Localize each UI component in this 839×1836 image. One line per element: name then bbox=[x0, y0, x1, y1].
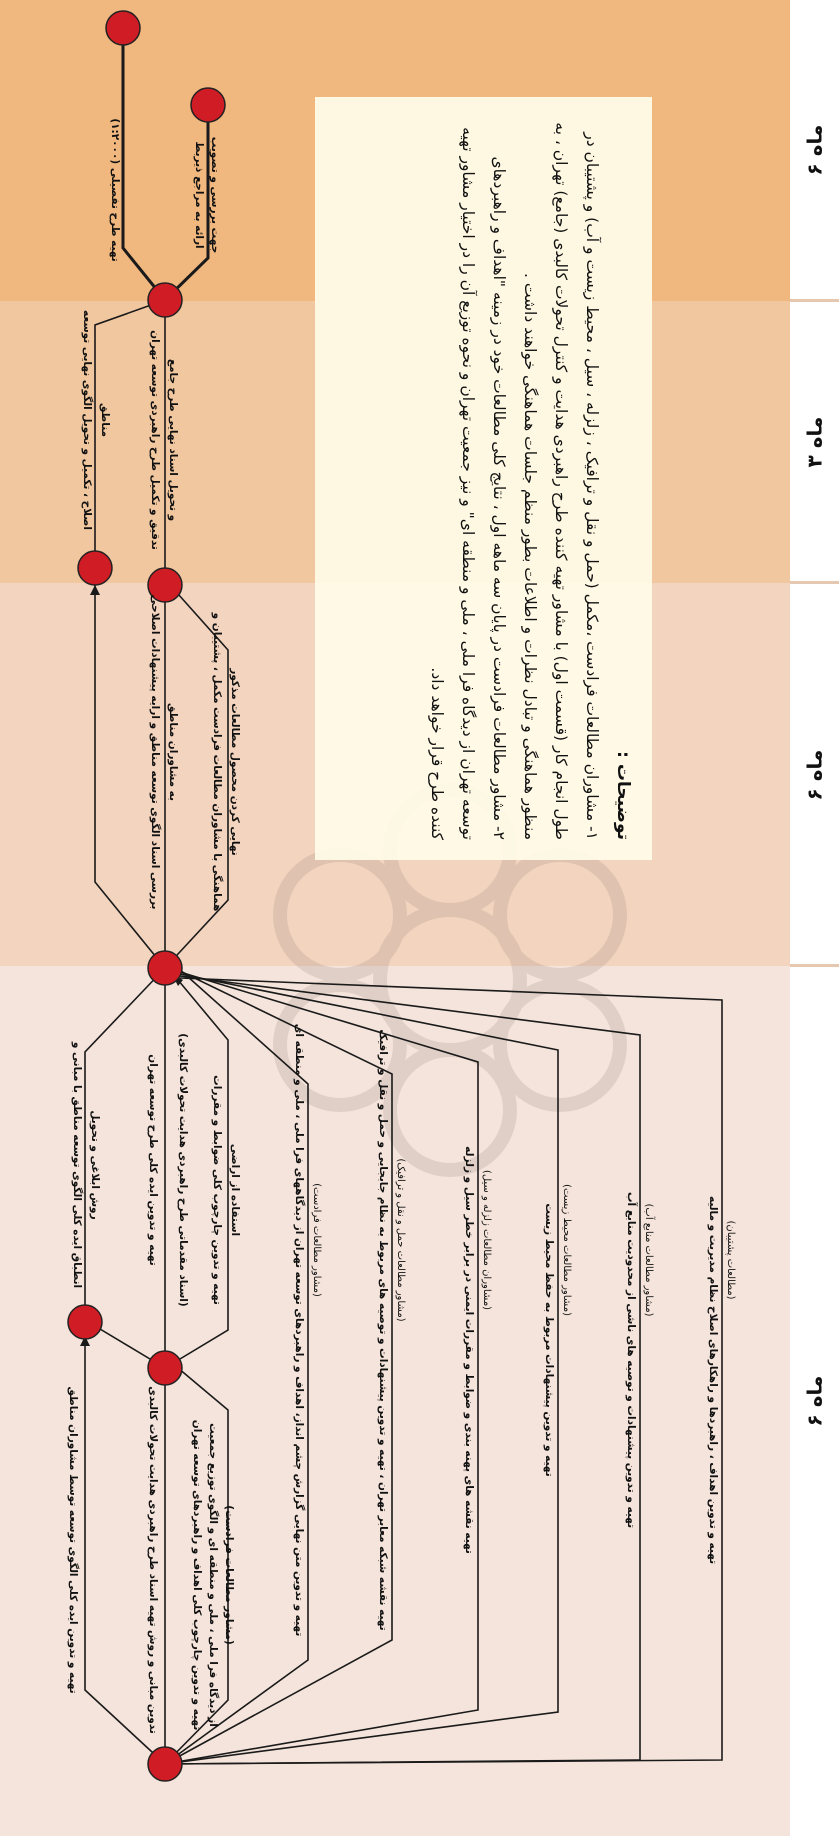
edge-coord bbox=[164, 584, 229, 969]
notes-title: توضیحات : bbox=[613, 751, 633, 840]
label-study-6-consultant: (مطالعات پشتیبان) bbox=[725, 1220, 736, 1299]
label-study-1-consultant: (مشاور مطالعات فرادست) bbox=[311, 1183, 322, 1297]
label-middle: تدوین مبانی و روش تهیه اسناد طرح راهبردی… bbox=[147, 1386, 159, 1734]
node-detail-plan bbox=[105, 10, 141, 46]
label-approval-1: ارائه به مراجع ذیربط bbox=[193, 141, 205, 248]
node-start bbox=[147, 1746, 183, 1782]
edge-study-1 bbox=[164, 967, 309, 1765]
notes-item-1: ۱- مشاوران مطالعات فرادست ،مکمل (حمل و ن… bbox=[521, 122, 601, 840]
edge-study-4 bbox=[164, 973, 559, 1765]
phase-duration-1: ۶ ماه bbox=[802, 124, 827, 176]
notes-content: توضیحات : ۱- مشاوران مطالعات فرادست ،مکم… bbox=[315, 97, 652, 860]
label-approval-2: جهت بررسی و تصویب bbox=[209, 137, 221, 254]
edge-start-framework bbox=[164, 1367, 229, 1765]
label-study-5-title: تهیه و تدوین پیشنهادات و توصیه های ناشی … bbox=[625, 1192, 638, 1528]
label-study-5-consultant: (مشاور مطالعات منابع آب) bbox=[643, 1204, 656, 1317]
arrowhead bbox=[90, 585, 100, 595]
label-criteria-2: استفاده از اراضی bbox=[229, 1144, 241, 1236]
label-study-2-title: تهیه نقشه شبکه معابر تهران ، تهیه و تدوی… bbox=[377, 1029, 389, 1630]
phase-duration-2: ۳ ماه bbox=[802, 416, 827, 468]
duration-column bbox=[790, 0, 839, 1836]
label-framework-1: تهیه و تدوین چارچوب کلی اهداف و راهبردها… bbox=[191, 1420, 203, 1731]
label-review-2: به مشاوران مناطق bbox=[167, 703, 179, 801]
label-fix-2: مناطق bbox=[99, 403, 111, 437]
label-framework-2: از دیدگاه فرا ملی ، ملی و منطقه ای و الگ… bbox=[207, 1423, 220, 1727]
phase-band-4 bbox=[0, 966, 790, 1836]
label-study-3-consultant: (مشاوران مطالعات زلزله و سیل) bbox=[481, 1170, 492, 1310]
label-study-4-title: تهیه و تدوین پیشنهادات مربوط به حفظ محیط… bbox=[543, 1203, 555, 1476]
edge-review bbox=[94, 570, 166, 969]
duration-divider bbox=[790, 299, 839, 302]
duration-divider bbox=[790, 964, 839, 967]
duration-divider bbox=[790, 581, 839, 584]
phase-duration-3: ۶ ماه bbox=[802, 749, 827, 800]
label-final-1: تدقیق و تکمیل طرح راهبردی توسعه تهران bbox=[149, 330, 161, 550]
notes-item-2: ۲- مشاور مطالعات فرادست در پایان سه ماهه… bbox=[428, 127, 508, 840]
label-adapt-2: روش ابلاغی و تحویل bbox=[89, 1110, 101, 1219]
edge-study-3 bbox=[164, 971, 479, 1765]
edge-approval bbox=[163, 105, 210, 302]
edge-criteria bbox=[164, 967, 229, 1369]
edge-study-5 bbox=[164, 975, 641, 1765]
edge-fix bbox=[94, 299, 166, 568]
edge-start-upper bbox=[84, 1322, 166, 1765]
node-hub bbox=[147, 950, 183, 986]
label-detail-plan: تهیه طرح تفصیلی (۱:۲۰۰۰) bbox=[109, 118, 121, 261]
node-approval bbox=[190, 87, 226, 123]
node-idea-regions bbox=[67, 1304, 103, 1340]
label-fix-1: اصلاح ، تکمیل و تحویل الگوی نهایی توسعه bbox=[81, 310, 94, 530]
label-coord-1: هماهنگی با مشاوران مطالعات فرادست مکمل ،… bbox=[211, 612, 224, 912]
node-review bbox=[77, 550, 113, 586]
label-criteria-1: تهیه و تدوین چارچوب کلی ضوابط و مقررات bbox=[211, 1075, 223, 1305]
edge-detail bbox=[121, 30, 167, 301]
label-final-2: و تحویل اسناد نهایی طرح جامع bbox=[167, 359, 179, 521]
phase-duration-4: ۶ ماه bbox=[802, 1375, 827, 1427]
label-review-1: بررسی اسناد الگوی توسعه مناطق و ارایه پی… bbox=[149, 595, 162, 910]
node-final-plan bbox=[147, 282, 183, 318]
label-study-2-consultant: (مشاور مطالعات حمل و نقل و ترافیک) bbox=[395, 1158, 406, 1321]
node-framework bbox=[147, 1350, 183, 1386]
label-study-4-consultant: (مشاور مطالعات محیط زیست) bbox=[561, 1184, 572, 1316]
label-upper: تهیه و تدوین ایده کلی الگوی توسعه توسط م… bbox=[67, 1386, 80, 1693]
edge-study-6 bbox=[164, 977, 723, 1765]
label-adapt-1: انطباق ایده کلی الگوی توسعه مناطق با مبا… bbox=[71, 1041, 84, 1288]
label-coord-2: نهایی کردن محصول مطالعات مذکور bbox=[229, 667, 241, 855]
label-study-6-title: تهیه و تدوین اهداف ، راهبردها و راهکارها… bbox=[707, 1196, 719, 1564]
edge-upper-to-hub bbox=[84, 967, 166, 1322]
node-coordination bbox=[147, 567, 183, 603]
label-idea-1: تهیه و تدوین ایده کلی طرح توسعه تهران bbox=[147, 1054, 159, 1266]
arrowhead bbox=[80, 1336, 90, 1346]
label-study-1-title: تهیه و تدوین متن نهایی گزارش چشم انداز، … bbox=[293, 1024, 306, 1637]
notes-box: توضیحات : ۱- مشاوران مطالعات فرادست ،مکم… bbox=[315, 97, 652, 860]
label-framework-3: (مشاور مطالعات فرادست) bbox=[223, 1505, 235, 1645]
label-study-3-title: تهیه نقشه های پهنه بندی و ضوابط و مقررات… bbox=[463, 1146, 475, 1554]
label-idea-2: (اسناد مقدماتی طرح راهبردی هدایت تحولات … bbox=[177, 1033, 189, 1306]
network-diagram: تهیه و تدوین ایده کلی الگوی توسعه توسط م… bbox=[67, 10, 736, 1782]
edge-study-2 bbox=[164, 969, 393, 1765]
